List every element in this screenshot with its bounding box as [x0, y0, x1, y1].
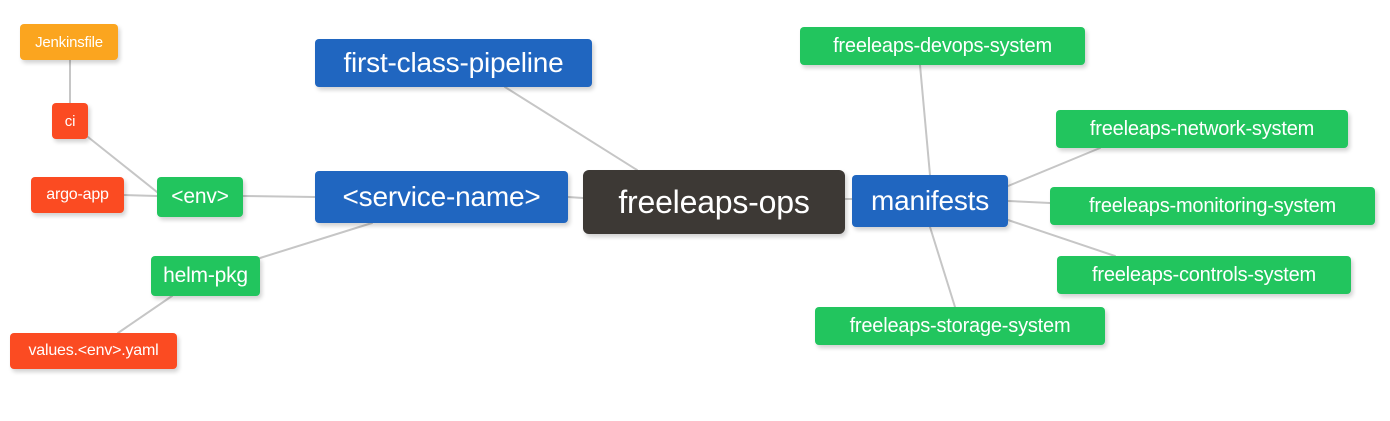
edge-service-name-to-freeleaps-ops [567, 196, 584, 199]
node-service-name[interactable]: <service-name> [315, 171, 568, 223]
edge-argo-app-to-env [123, 194, 158, 197]
edge-manifests-to-freeleaps-storage-system [929, 226, 956, 308]
node-argo-app[interactable]: argo-app [31, 177, 124, 213]
edge-helm-pkg-to-service-name [259, 222, 373, 259]
node-freeleaps-ops[interactable]: freeleaps-ops [583, 170, 845, 234]
node-manifests[interactable]: manifests [852, 175, 1008, 227]
edge-env-to-service-name [242, 195, 316, 198]
edge-first-class-pipeline-to-freeleaps-ops [504, 86, 638, 171]
edge-manifests-to-freeleaps-devops-system [919, 64, 931, 176]
node-first-class-pipeline[interactable]: first-class-pipeline [315, 39, 592, 87]
node-jenkinsfile[interactable]: Jenkinsfile [20, 24, 118, 60]
node-env[interactable]: <env> [157, 177, 243, 217]
edge-manifests-to-freeleaps-network-system [1007, 147, 1101, 187]
edge-manifests-to-freeleaps-monitoring-system [1007, 200, 1051, 204]
edge-manifests-to-freeleaps-controls-system [1007, 219, 1116, 257]
node-freeleaps-controls-system[interactable]: freeleaps-controls-system [1057, 256, 1351, 294]
node-freeleaps-storage-system[interactable]: freeleaps-storage-system [815, 307, 1105, 345]
node-values-yaml[interactable]: values.<env>.yaml [10, 333, 177, 369]
node-helm-pkg[interactable]: helm-pkg [151, 256, 260, 296]
node-freeleaps-monitoring-system[interactable]: freeleaps-monitoring-system [1050, 187, 1375, 225]
node-freeleaps-devops-system[interactable]: freeleaps-devops-system [800, 27, 1085, 65]
edge-values-yaml-to-helm-pkg [117, 295, 173, 334]
node-ci[interactable]: ci [52, 103, 88, 139]
node-freeleaps-network-system[interactable]: freeleaps-network-system [1056, 110, 1348, 148]
